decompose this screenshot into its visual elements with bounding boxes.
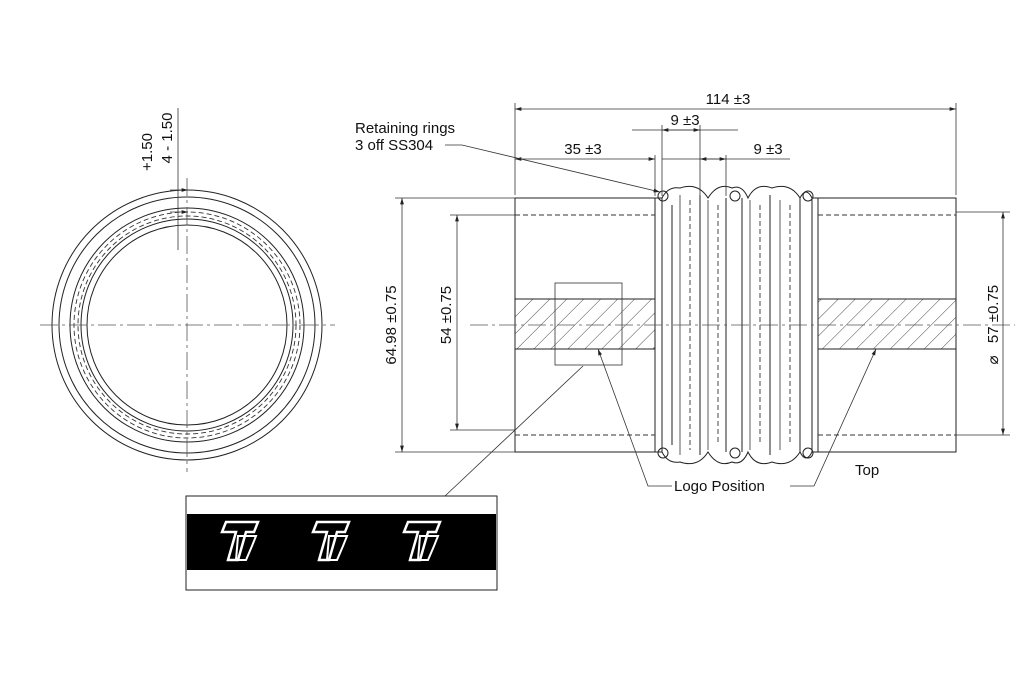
- retaining-ring-icon: [729, 190, 741, 202]
- svg-text:⌀: ⌀: [985, 355, 1002, 364]
- dim-inner-diameter: 54 ±0.75: [438, 286, 455, 344]
- dim-pitch-1: 9 ±3: [670, 112, 699, 129]
- dim-pitch-2: 9 ±3: [753, 141, 782, 158]
- notes: Retaining rings 3 off SS304 Logo Positio…: [355, 120, 879, 497]
- dim-outer-diameter: 64.98 ±0.75: [383, 285, 400, 364]
- side-dimensions: 114 ±3 9 ±3 35 ±3 9 ±3 64.98 ±0.75 54 ±0…: [383, 91, 1010, 453]
- retaining-rings-note-line2: 3 off SS304: [355, 137, 433, 154]
- logo-band-right: [817, 298, 957, 350]
- tt-logo-icon: [311, 520, 351, 562]
- wall-tol-plus: +1.50: [139, 133, 156, 171]
- dim-bore-diameter: 57 ±0.75: [985, 285, 1002, 343]
- retaining-rings-note-line1: Retaining rings: [355, 120, 455, 137]
- top-note: Top: [855, 462, 879, 479]
- tt-logo-icon: [402, 520, 442, 562]
- retaining-ring-icon: [802, 190, 814, 202]
- logo-band-left: [514, 298, 656, 350]
- side-view: [470, 185, 1015, 465]
- logo-position-note: Logo Position: [674, 478, 765, 495]
- dim-overall-length: 114 ±3: [706, 91, 751, 108]
- tt-logo-icon: [220, 520, 260, 562]
- end-view: +1.50 4 - 1.50: [40, 108, 335, 472]
- dim-cuff-length: 35 ±3: [564, 141, 601, 158]
- retaining-ring-icon: [657, 190, 669, 202]
- wall-tol-minus: 4 - 1.50: [159, 113, 176, 164]
- logo-detail: [185, 495, 498, 591]
